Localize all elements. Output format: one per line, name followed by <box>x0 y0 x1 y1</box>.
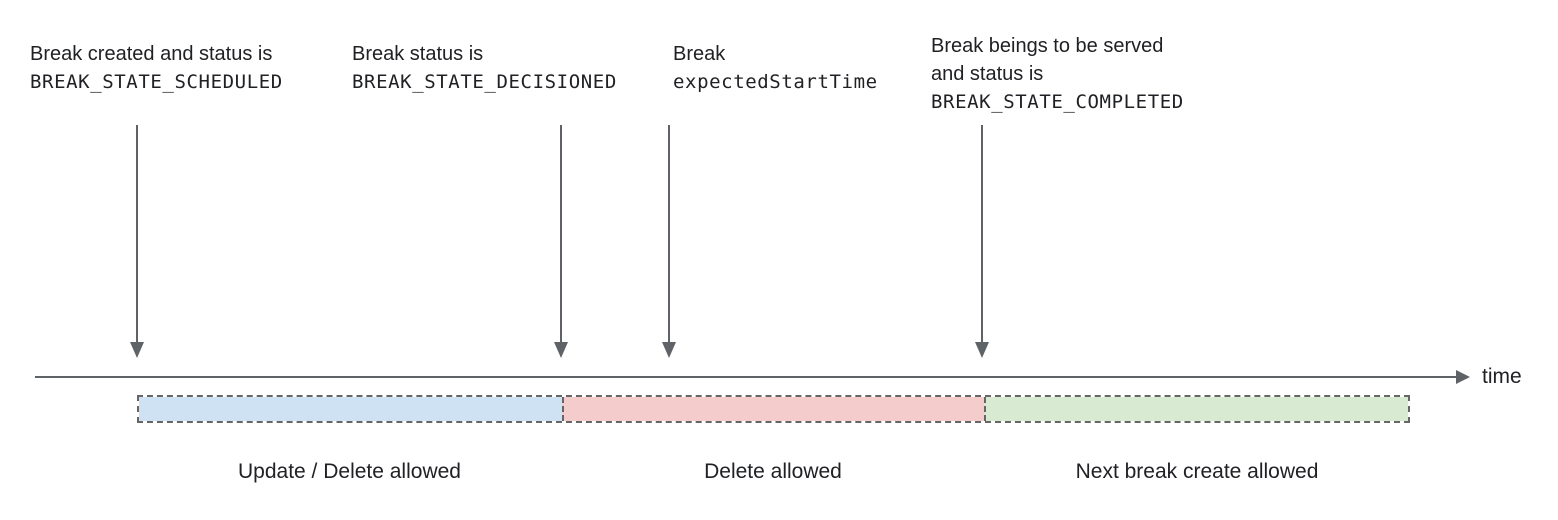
period-bar <box>137 395 1410 423</box>
annotation-text: Break <box>673 43 726 65</box>
segment-label-next-break-create: Next break create allowed <box>1075 460 1319 483</box>
annotation-state-code: BREAK_STATE_COMPLETED <box>931 91 1184 113</box>
annotation-field-code: expectedStartTime <box>673 71 878 93</box>
segment-label-delete: Delete allowed <box>704 460 842 483</box>
annotation-text: and status is <box>931 63 1044 85</box>
segment-next-break-create-allowed <box>984 397 1408 421</box>
annotation-state-code: BREAK_STATE_DECISIONED <box>352 71 617 93</box>
arrowhead-icon <box>975 342 989 358</box>
arrow-shaft <box>981 125 983 343</box>
annotation-state-code: BREAK_STATE_SCHEDULED <box>30 71 283 93</box>
arrowhead-icon <box>130 342 144 358</box>
arrow-shaft <box>560 125 562 343</box>
annotation-break-decisioned: Break status is BREAK_STATE_DECISIONED <box>352 40 617 96</box>
arrow-shaft <box>136 125 138 343</box>
down-arrow-icon <box>130 125 144 358</box>
segment-delete-allowed <box>562 397 984 421</box>
right-arrowhead-icon <box>1456 370 1470 384</box>
segment-update-delete-allowed <box>139 397 562 421</box>
annotation-break-completed: Break beings to be served and status is … <box>931 32 1184 116</box>
arrow-shaft <box>668 125 670 343</box>
down-arrow-icon <box>554 125 568 358</box>
down-arrow-icon <box>975 125 989 358</box>
annotation-expected-start-time: Break expectedStartTime <box>673 40 878 96</box>
time-axis-label: time <box>1482 365 1522 388</box>
annotation-break-scheduled: Break created and status is BREAK_STATE_… <box>30 40 283 96</box>
annotation-text: Break beings to be served <box>931 35 1164 57</box>
annotation-text: Break status is <box>352 43 484 65</box>
segment-label-update-delete: Update / Delete allowed <box>238 460 461 483</box>
arrowhead-icon <box>662 342 676 358</box>
down-arrow-icon <box>662 125 676 358</box>
annotation-text: Break created and status is <box>30 43 273 65</box>
arrowhead-icon <box>554 342 568 358</box>
time-axis-line <box>35 376 1456 378</box>
